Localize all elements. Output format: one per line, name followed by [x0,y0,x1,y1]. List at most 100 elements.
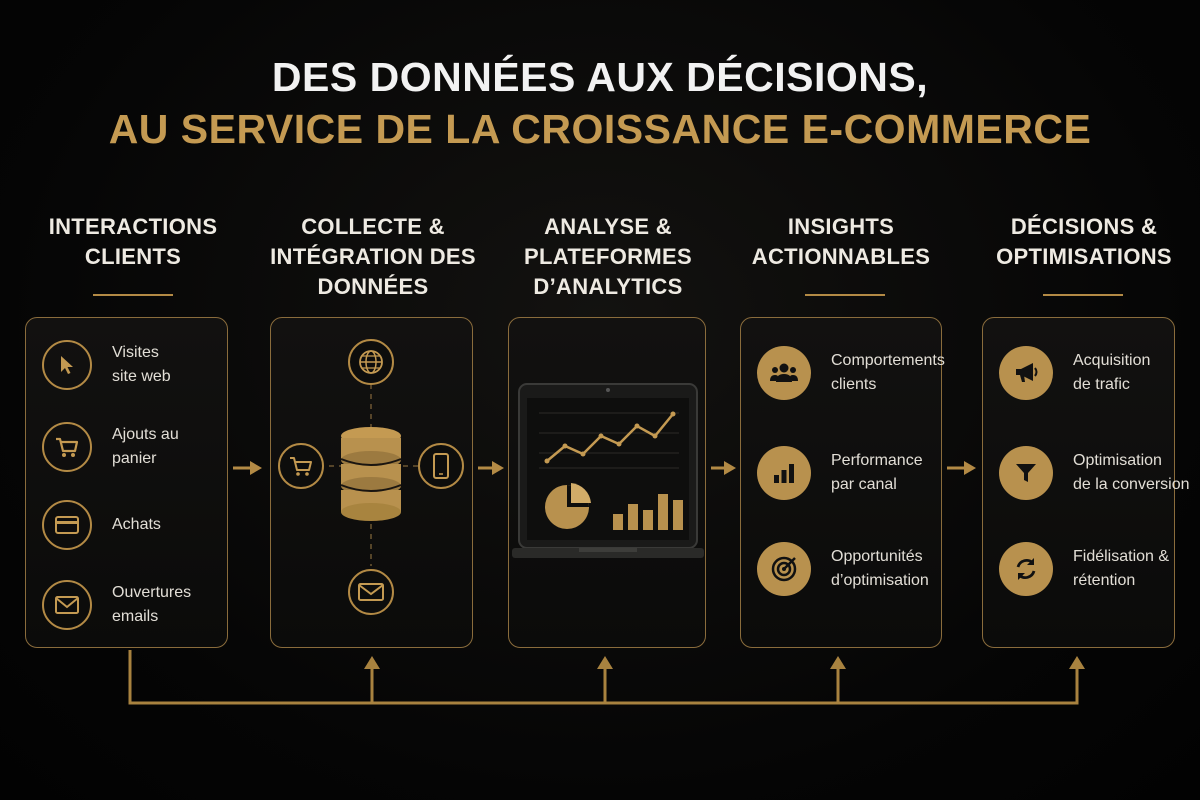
pie-chart-icon [545,483,591,529]
column-heading-analyse: ANALYSE & PLATEFORMES D’ANALYTICS [502,212,714,302]
list-item: Ajouts au panier [42,422,179,472]
heading-underline [805,294,885,296]
heading-line: CLIENTS [84,244,182,269]
label-line: de trafic [1073,376,1130,393]
label-line: site web [112,368,171,385]
item-label: Performance par canal [831,449,923,497]
heading-underline [1043,294,1123,296]
item-label: Opportunités d’optimisation [831,545,929,593]
card-analyse-analytics [508,317,706,648]
arrow-right-icon [711,461,736,475]
globe-icon [348,339,394,385]
item-label: Visites site web [112,341,171,389]
list-item: Ouvertures emails [42,580,191,630]
line-chart-points [544,411,676,464]
list-item: Acquisition de trafic [999,346,1150,400]
label-line: par canal [831,476,897,493]
arrow-up-icon [830,656,846,669]
target-icon [757,542,811,596]
camera-dot [606,388,610,392]
item-label: Fidélisation & rétention [1073,545,1169,593]
cart-icon [278,443,324,489]
label-line: rétention [1073,572,1136,589]
label-line: emails [112,608,159,625]
list-item: Comportements clients [757,346,945,400]
megaphone-icon [999,346,1053,400]
heading-line: INTÉGRATION DES [270,244,476,269]
laptop-notch [579,548,637,552]
column-heading-collecte: COLLECTE & INTÉGRATION DES DONNÉES [262,212,484,302]
label-line: de la conversion [1073,476,1190,493]
label-line: Optimisation [1073,452,1162,469]
card-insights-actionnables: Comportements clients Performance par ca… [740,317,945,648]
item-label: Ouvertures emails [112,581,191,629]
funnel-icon [999,446,1053,500]
card-interactions-clients: Visites site web Ajouts au panier Achats… [25,317,228,648]
column-heading-decisions: DÉCISIONS & OPTIMISATIONS [980,212,1188,272]
list-item: Fidélisation & rétention [999,542,1169,596]
label-line: Fidélisation & [1073,548,1170,565]
feedback-loop [128,650,1079,705]
arrow-right-icon [478,461,504,475]
envelope-icon [42,580,92,630]
label-line: Achats [112,516,161,533]
label-line: Visites [112,344,159,361]
cursor-icon [42,340,92,390]
card-decisions-optimisations: Acquisition de trafic Optimisation de la… [982,317,1190,648]
label-line: d’optimisation [831,572,929,589]
item-label: Achats [112,513,161,537]
title-line-2: AU SERVICE DE LA CROISSANCE E-COMMERCE [108,106,1092,152]
heading-line: COLLECTE & [301,214,445,239]
list-item: Opportunités d’optimisation [757,542,929,596]
database-icon [340,427,402,521]
item-label: Comportements clients [831,349,945,397]
arrow-right-icon [947,461,976,475]
laptop-dashboard-icon [512,383,704,558]
label-line: Ajouts au [112,426,179,443]
label-line: Acquisition [1073,352,1151,369]
arrow-up-icon [1069,656,1085,669]
heading-line: OPTIMISATIONS [996,244,1172,269]
envelope-icon [348,569,394,615]
list-item: Achats [42,500,161,550]
label-line: Opportunités [831,548,923,565]
bar-chart-icon [757,446,811,500]
heading-line: DONNÉES [317,274,429,299]
label-line: clients [831,376,877,393]
arrow-up-icon [364,656,380,669]
column-heading-interactions: INTERACTIONS CLIENTS [28,212,238,272]
list-item: Performance par canal [757,446,923,500]
label-line: Performance [831,452,923,469]
laptop-base [512,548,704,558]
chart-grid [539,412,679,469]
page-title: DES DONNÉES AUX DÉCISIONS, AU SERVICE DE… [0,52,1200,156]
heading-line: INSIGHTS [787,214,895,239]
feedback-arrowheads [364,656,1085,669]
list-item: Visites site web [42,340,171,390]
refresh-icon [999,542,1053,596]
heading-line: PLATEFORMES [524,244,692,269]
credit-card-icon [42,500,92,550]
label-line: Comportements [831,352,945,369]
item-label: Optimisation de la conversion [1073,449,1190,497]
heading-line: ANALYSE & [544,214,672,239]
arrow-right-icon [233,461,262,475]
item-label: Ajouts au panier [112,423,179,471]
line-chart-icon [546,413,674,462]
smartphone-icon [418,443,464,489]
heading-underline [93,294,173,296]
cart-icon [42,422,92,472]
heading-line: ACTIONNABLES [751,244,931,269]
list-item: Optimisation de la conversion [999,446,1190,500]
heading-line: DÉCISIONS & [1010,214,1158,239]
heading-line: D’ANALYTICS [533,274,683,299]
arrow-up-icon [597,656,613,669]
title-line-1: DES DONNÉES AUX DÉCISIONS, [271,54,929,100]
card-collecte-integration [270,317,473,648]
bar-chart-icon [613,494,683,530]
item-label: Acquisition de trafic [1073,349,1150,397]
column-heading-insights: INSIGHTS ACTIONNABLES [738,212,944,272]
heading-line: INTERACTIONS [48,214,218,239]
label-line: Ouvertures [112,584,192,601]
